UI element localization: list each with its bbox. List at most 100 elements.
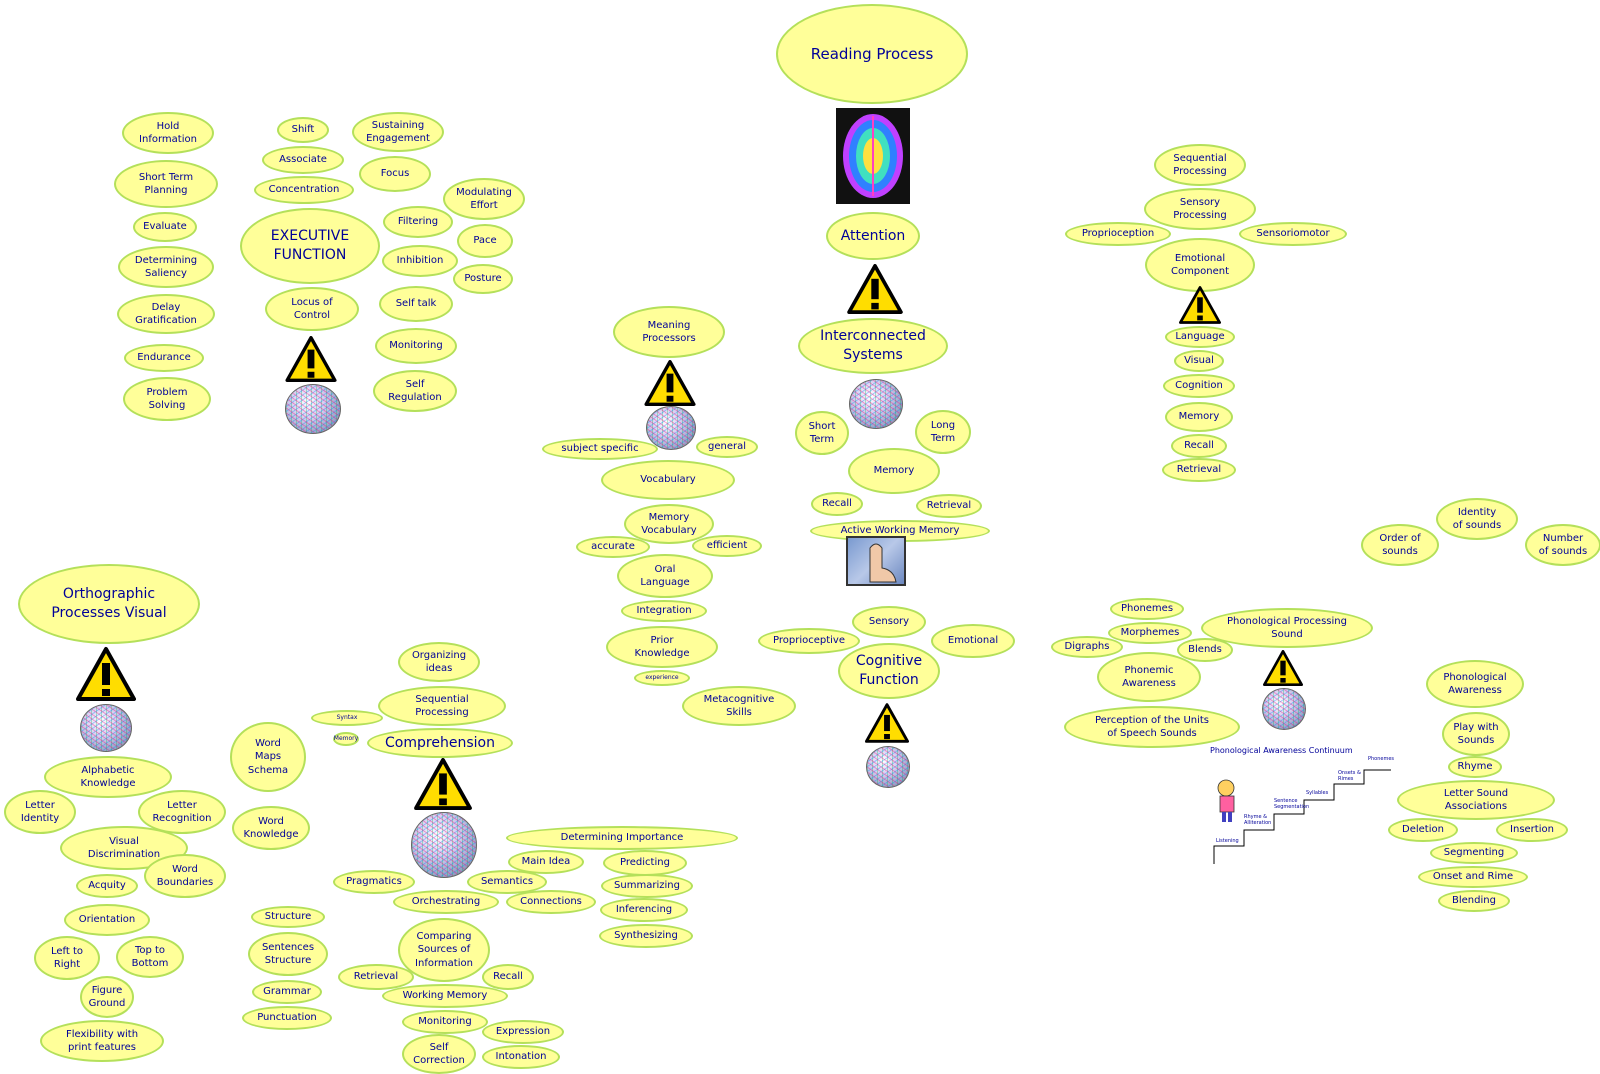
sequential-processing-node[interactable]: Sequential Processing [1154, 144, 1246, 186]
self-regulation-node[interactable]: Self Regulation [373, 370, 457, 412]
order-of-sounds-node[interactable]: Order of sounds [1361, 524, 1439, 566]
meaning-processors-node[interactable]: Meaning Processors [613, 306, 725, 358]
monitoring-node[interactable]: Monitoring [375, 328, 457, 364]
flexibility-print-node[interactable]: Flexibility with print features [40, 1020, 164, 1062]
sensory-node[interactable]: Sensory [852, 606, 926, 638]
visual-node[interactable]: Visual [1174, 350, 1224, 372]
pragmatics-node[interactable]: Pragmatics [333, 870, 415, 894]
inferencing-node[interactable]: Inferencing [600, 898, 688, 922]
digraphs-node[interactable]: Digraphs [1051, 636, 1123, 658]
segmenting-node[interactable]: Segmenting [1430, 842, 1518, 864]
onset-rime-node[interactable]: Onset and Rime [1418, 866, 1528, 888]
reading-process-node[interactable]: Reading Process [776, 4, 968, 104]
efficient-node[interactable]: efficient [692, 535, 762, 557]
interconnected-systems-node[interactable]: Interconnected Systems [798, 318, 948, 374]
prior-knowledge-node[interactable]: Prior Knowledge [606, 626, 718, 668]
orchestrating-node[interactable]: Orchestrating [393, 890, 499, 914]
sentences-structure-node[interactable]: Sentences Structure [248, 932, 328, 976]
sustaining-engagement-node[interactable]: Sustaining Engagement [352, 112, 444, 152]
concentration-node[interactable]: Concentration [254, 176, 354, 204]
morphemes-node[interactable]: Morphemes [1108, 622, 1192, 644]
memory-tiny-node[interactable]: Memory [333, 732, 359, 746]
blends-node[interactable]: Blends [1177, 638, 1233, 662]
comprehension-node[interactable]: Comprehension [367, 728, 513, 758]
modulating-effort-node[interactable]: Modulating Effort [443, 178, 525, 220]
grammar-node[interactable]: Grammar [252, 980, 322, 1004]
orthographic-processes-node[interactable]: Orthographic Processes Visual [18, 564, 200, 644]
structure-node[interactable]: Structure [251, 906, 325, 928]
deletion-node[interactable]: Deletion [1388, 818, 1458, 842]
recall-list-node[interactable]: Recall [1171, 434, 1227, 458]
orientation-node[interactable]: Orientation [64, 904, 150, 936]
determining-saliency-node[interactable]: Determining Saliency [118, 246, 214, 288]
associate-node[interactable]: Associate [262, 146, 344, 174]
memory-node[interactable]: Memory [848, 448, 940, 494]
determining-importance-node[interactable]: Determining Importance [506, 826, 738, 850]
proprioception-node[interactable]: Proprioception [1065, 222, 1171, 246]
sensory-processing-node[interactable]: Sensory Processing [1144, 188, 1256, 230]
word-knowledge-node[interactable]: Word Knowledge [232, 806, 310, 850]
attention-node[interactable]: Attention [826, 212, 920, 260]
phonemes-node[interactable]: Phonemes [1110, 598, 1184, 620]
executive-function-node[interactable]: EXECUTIVE FUNCTION [240, 208, 380, 284]
subject-specific-node[interactable]: subject specific [542, 438, 658, 460]
recall-comp-node[interactable]: Recall [482, 964, 534, 990]
shift-node[interactable]: Shift [277, 117, 329, 143]
posture-node[interactable]: Posture [453, 264, 513, 294]
long-term-node[interactable]: Long Term [915, 410, 971, 454]
left-to-right-node[interactable]: Left to Right [34, 936, 100, 980]
pace-node[interactable]: Pace [457, 224, 513, 258]
word-boundaries-node[interactable]: Word Boundaries [144, 854, 226, 898]
expression-node[interactable]: Expression [482, 1020, 564, 1044]
retrieval-node[interactable]: Retrieval [916, 494, 982, 518]
focus-node[interactable]: Focus [359, 156, 431, 192]
phonemic-awareness-node[interactable]: Phonemic Awareness [1097, 652, 1201, 702]
intonation-node[interactable]: Intonation [482, 1045, 560, 1069]
comparing-sources-node[interactable]: Comparing Sources of Information [398, 918, 490, 982]
recall-node[interactable]: Recall [811, 492, 863, 516]
letter-sound-node[interactable]: Letter Sound Associations [1397, 780, 1555, 820]
short-term-node[interactable]: Short Term [795, 411, 849, 455]
connections-node[interactable]: Connections [506, 890, 596, 914]
hold-information-node[interactable]: Hold Information [122, 112, 214, 154]
memory-vocabulary-node[interactable]: Memory Vocabulary [624, 504, 714, 544]
predicting-node[interactable]: Predicting [603, 850, 687, 876]
acquity-node[interactable]: Acquity [76, 874, 138, 898]
phonological-awareness-node[interactable]: Phonological Awareness [1426, 660, 1524, 708]
memory-list-node[interactable]: Memory [1165, 402, 1233, 432]
summarizing-node[interactable]: Summarizing [601, 874, 693, 898]
vocabulary-node[interactable]: Vocabulary [601, 460, 735, 500]
evaluate-node[interactable]: Evaluate [133, 212, 197, 242]
integration-node[interactable]: Integration [621, 600, 707, 622]
emotional-component-node[interactable]: Emotional Component [1145, 238, 1255, 292]
general-node[interactable]: general [696, 436, 758, 458]
self-talk-node[interactable]: Self talk [379, 286, 453, 322]
locus-of-control-node[interactable]: Locus of Control [265, 287, 359, 331]
language-node[interactable]: Language [1165, 326, 1235, 348]
alphabetic-knowledge-node[interactable]: Alphabetic Knowledge [44, 756, 172, 798]
synthesizing-node[interactable]: Synthesizing [599, 924, 693, 948]
rhyme-node[interactable]: Rhyme [1448, 756, 1502, 778]
sequential-processing-comp-node[interactable]: Sequential Processing [378, 686, 506, 726]
self-correction-node[interactable]: Self Correction [402, 1034, 476, 1074]
retrieval-comp-node[interactable]: Retrieval [338, 964, 414, 990]
delay-gratification-node[interactable]: Delay Gratification [117, 294, 215, 334]
endurance-node[interactable]: Endurance [124, 344, 204, 372]
problem-solving-node[interactable]: Problem Solving [123, 377, 211, 421]
working-memory-node[interactable]: Working Memory [382, 984, 508, 1008]
figure-ground-node[interactable]: Figure Ground [80, 976, 134, 1018]
letter-identity-node[interactable]: Letter Identity [4, 790, 76, 834]
metacognitive-skills-node[interactable]: Metacognitive Skills [682, 686, 796, 726]
cognition-node[interactable]: Cognition [1163, 374, 1235, 398]
top-to-bottom-node[interactable]: Top to Bottom [116, 936, 184, 978]
play-with-sounds-node[interactable]: Play with Sounds [1442, 712, 1510, 756]
proprioceptive-node[interactable]: Proprioceptive [758, 628, 860, 654]
organizing-ideas-node[interactable]: Organizing ideas [398, 642, 480, 682]
word-maps-schema-node[interactable]: Word Maps Schema [230, 722, 306, 792]
number-of-sounds-node[interactable]: Number of sounds [1525, 524, 1600, 566]
short-term-planning-node[interactable]: Short Term Planning [114, 160, 218, 208]
punctuation-node[interactable]: Punctuation [242, 1006, 332, 1030]
inhibition-node[interactable]: Inhibition [382, 245, 458, 277]
insertion-node[interactable]: Insertion [1496, 818, 1568, 842]
experience-node[interactable]: experience [634, 670, 690, 686]
